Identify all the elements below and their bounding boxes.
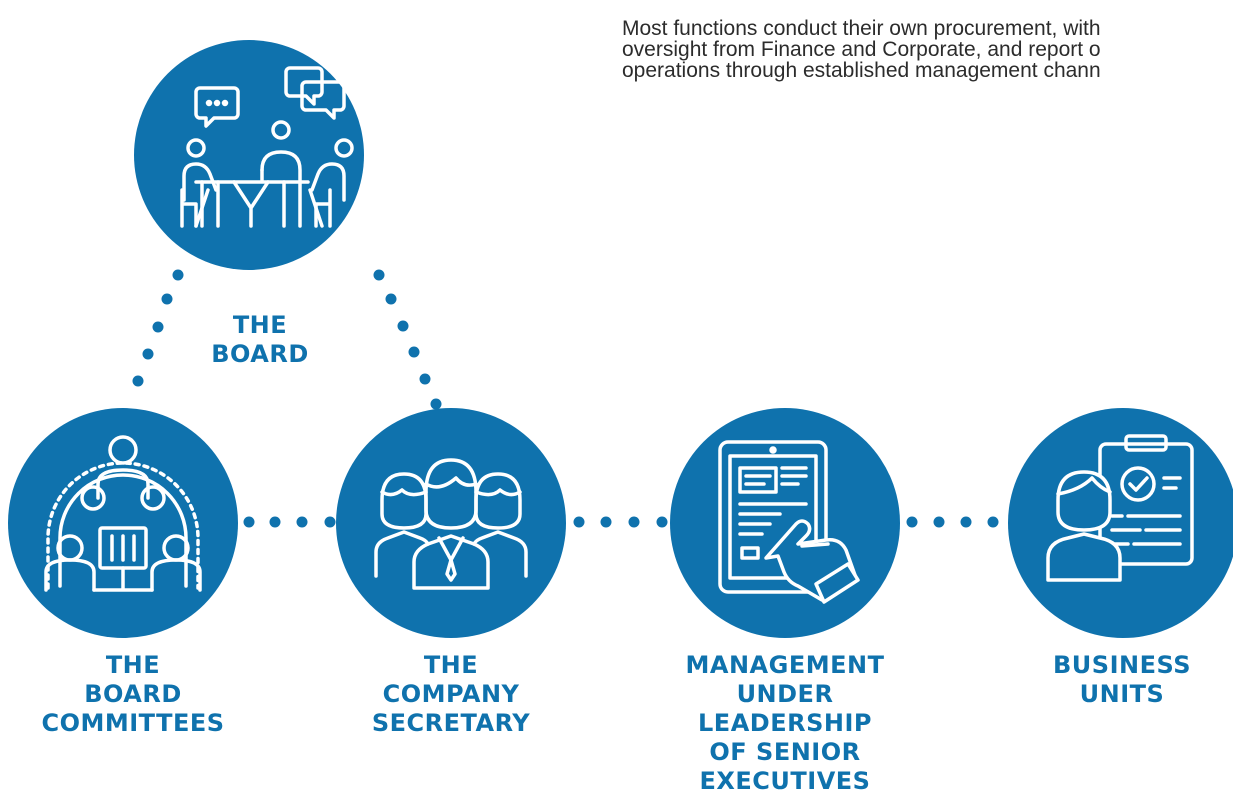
meeting-table-icon xyxy=(180,66,354,228)
committees-label-line: BOARD xyxy=(84,680,182,708)
connector-dot xyxy=(430,398,442,410)
connector-dot xyxy=(172,269,184,281)
management-node xyxy=(670,408,900,638)
secretary-label-line: THE xyxy=(423,651,479,679)
person-checklist-icon xyxy=(1046,434,1194,582)
management-label-line: EXECUTIVES xyxy=(699,767,871,795)
committee-group-icon xyxy=(44,435,202,592)
management-label-line: MANAGEMENT xyxy=(685,651,885,679)
connector-dot xyxy=(628,516,640,528)
board-committees-label: THE BOARD COMMITTEES xyxy=(28,651,238,738)
secretary-label-line: SECRETARY xyxy=(371,709,531,737)
intro-line: oversight from Finance and Corporate, an… xyxy=(622,38,1101,61)
connector-dot xyxy=(373,269,385,281)
connector-dot xyxy=(161,293,173,305)
board-node xyxy=(134,40,364,270)
connector-dot xyxy=(408,346,420,358)
intro-text: Most functions conduct their own procure… xyxy=(622,18,1233,98)
connector-dot xyxy=(656,516,668,528)
board-label: THE BOARD xyxy=(200,311,320,369)
company-secretary-node xyxy=(336,408,566,638)
management-label-line: LEADERSHIP xyxy=(698,709,872,737)
management-label-line: OF SENIOR xyxy=(709,738,861,766)
business-label-line: UNITS xyxy=(1079,680,1165,708)
intro-line: operations through established managemen… xyxy=(622,59,1101,82)
connector-dot xyxy=(933,516,945,528)
connector-dot xyxy=(573,516,585,528)
connector-dot xyxy=(385,293,397,305)
board-label-line: BOARD xyxy=(211,340,309,368)
connector-dot xyxy=(324,516,336,528)
team-of-three-icon xyxy=(374,458,528,590)
connector-dot xyxy=(419,373,431,385)
connector-dot xyxy=(243,516,255,528)
management-label-line: UNDER xyxy=(736,680,834,708)
committees-label-line: COMMITTEES xyxy=(41,709,225,737)
committees-label-line: THE xyxy=(105,651,161,679)
tablet-touch-icon xyxy=(718,440,860,604)
intro-line: Most functions conduct their own procure… xyxy=(622,17,1101,40)
connector-dot xyxy=(987,516,999,528)
connector-dot xyxy=(960,516,972,528)
connector-dot xyxy=(600,516,612,528)
secretary-label-line: COMPANY xyxy=(382,680,520,708)
connector-dot xyxy=(132,375,144,387)
connector-dot xyxy=(906,516,918,528)
connector-dot xyxy=(296,516,308,528)
connector-dot xyxy=(397,320,409,332)
management-label: MANAGEMENT UNDER LEADERSHIP OF SENIOR EX… xyxy=(665,651,905,796)
company-secretary-label: THE COMPANY SECRETARY xyxy=(346,651,556,738)
business-units-label: BUSINESS UNITS xyxy=(1022,651,1222,709)
connector-dot xyxy=(269,516,281,528)
connector-dot xyxy=(142,348,154,360)
board-label-line: THE xyxy=(232,311,288,339)
board-committees-node xyxy=(8,408,238,638)
business-units-node xyxy=(1008,408,1233,638)
connector-dot xyxy=(152,321,164,333)
business-label-line: BUSINESS xyxy=(1053,651,1191,679)
